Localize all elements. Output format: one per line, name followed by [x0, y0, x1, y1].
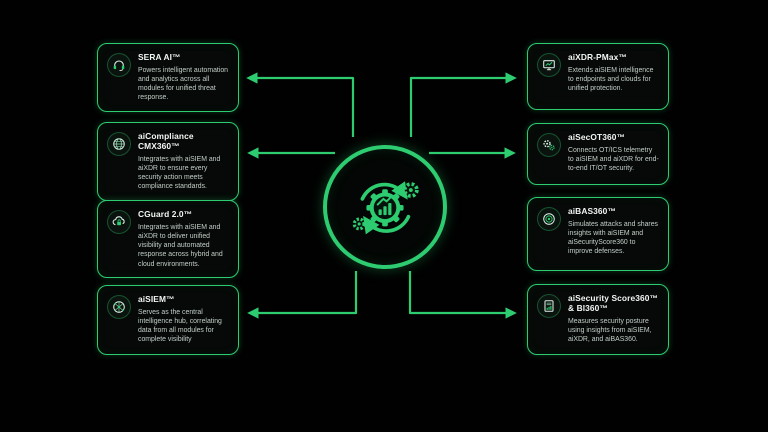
gears-icon — [537, 133, 561, 157]
card-title: aiBAS360™ — [568, 206, 616, 216]
card-description: Connects OT/ICS telemetry to aiSIEM and … — [568, 146, 659, 173]
card-description: Powers intelligent automation and analyt… — [138, 66, 229, 102]
connector-arrow-top-left — [246, 72, 355, 137]
card-title: SERA AI™ — [138, 52, 181, 62]
automation-gears-cycle-icon — [352, 181, 419, 235]
connector-arrow-top-right — [409, 72, 517, 137]
card-aixdr-pmax: aiXDR-PMax™ Extends aiSIEM intelligence … — [527, 43, 669, 110]
central-hub — [323, 145, 447, 269]
card-cguard-2-0: CGuard 2.0™ Integrates with aiSIEM and a… — [97, 200, 239, 278]
card-aisecurity-score360-bi360: aiSecurity Score360™ & BI360™ Measures s… — [527, 284, 669, 355]
card-title: CGuard 2.0™ — [138, 209, 193, 219]
connector-arrow-bottom-left — [247, 271, 358, 319]
card-title: aiCompliance CMX360™ — [138, 131, 194, 152]
card-aisecot360: aiSecOT360™ Connects OT/ICS telemetry to… — [527, 123, 669, 185]
card-aicompliance-cmx360: aiCompliance CMX360™ Integrates with aiS… — [97, 122, 239, 201]
card-title: aiSecurity Score360™ & BI360™ — [568, 293, 658, 314]
cloud-lock-icon — [107, 210, 131, 234]
card-aisiem: aiSIEM™ Serves as the central intelligen… — [97, 285, 239, 355]
card-sera-ai: SERA AI™ Powers intelligent automation a… — [97, 43, 239, 112]
card-description: Simulates attacks and shares insights wi… — [568, 220, 659, 256]
card-aibas360: aiBAS360™ Simulates attacks and shares i… — [527, 197, 669, 271]
card-description: Serves as the central intelligence hub, … — [138, 308, 222, 344]
network-globe-icon — [107, 295, 131, 319]
headset-icon — [107, 53, 131, 77]
card-title: aiXDR-PMax™ — [568, 52, 627, 62]
card-description: Integrates with aiSIEM and aiXDR to ensu… — [138, 155, 221, 191]
card-description: Integrates with aiSIEM and aiXDR to deli… — [138, 223, 223, 268]
connector-arrow-bottom-right — [408, 271, 517, 319]
card-description: Measures security posture using insights… — [568, 317, 652, 344]
target-icon — [537, 207, 561, 231]
report-icon — [537, 294, 561, 318]
card-title: aiSecOT360™ — [568, 132, 625, 142]
monitor-icon — [537, 53, 561, 77]
card-description: Extends aiSIEM intelligence to endpoints… — [568, 66, 654, 93]
card-title: aiSIEM™ — [138, 294, 175, 304]
globe-icon — [107, 132, 131, 156]
